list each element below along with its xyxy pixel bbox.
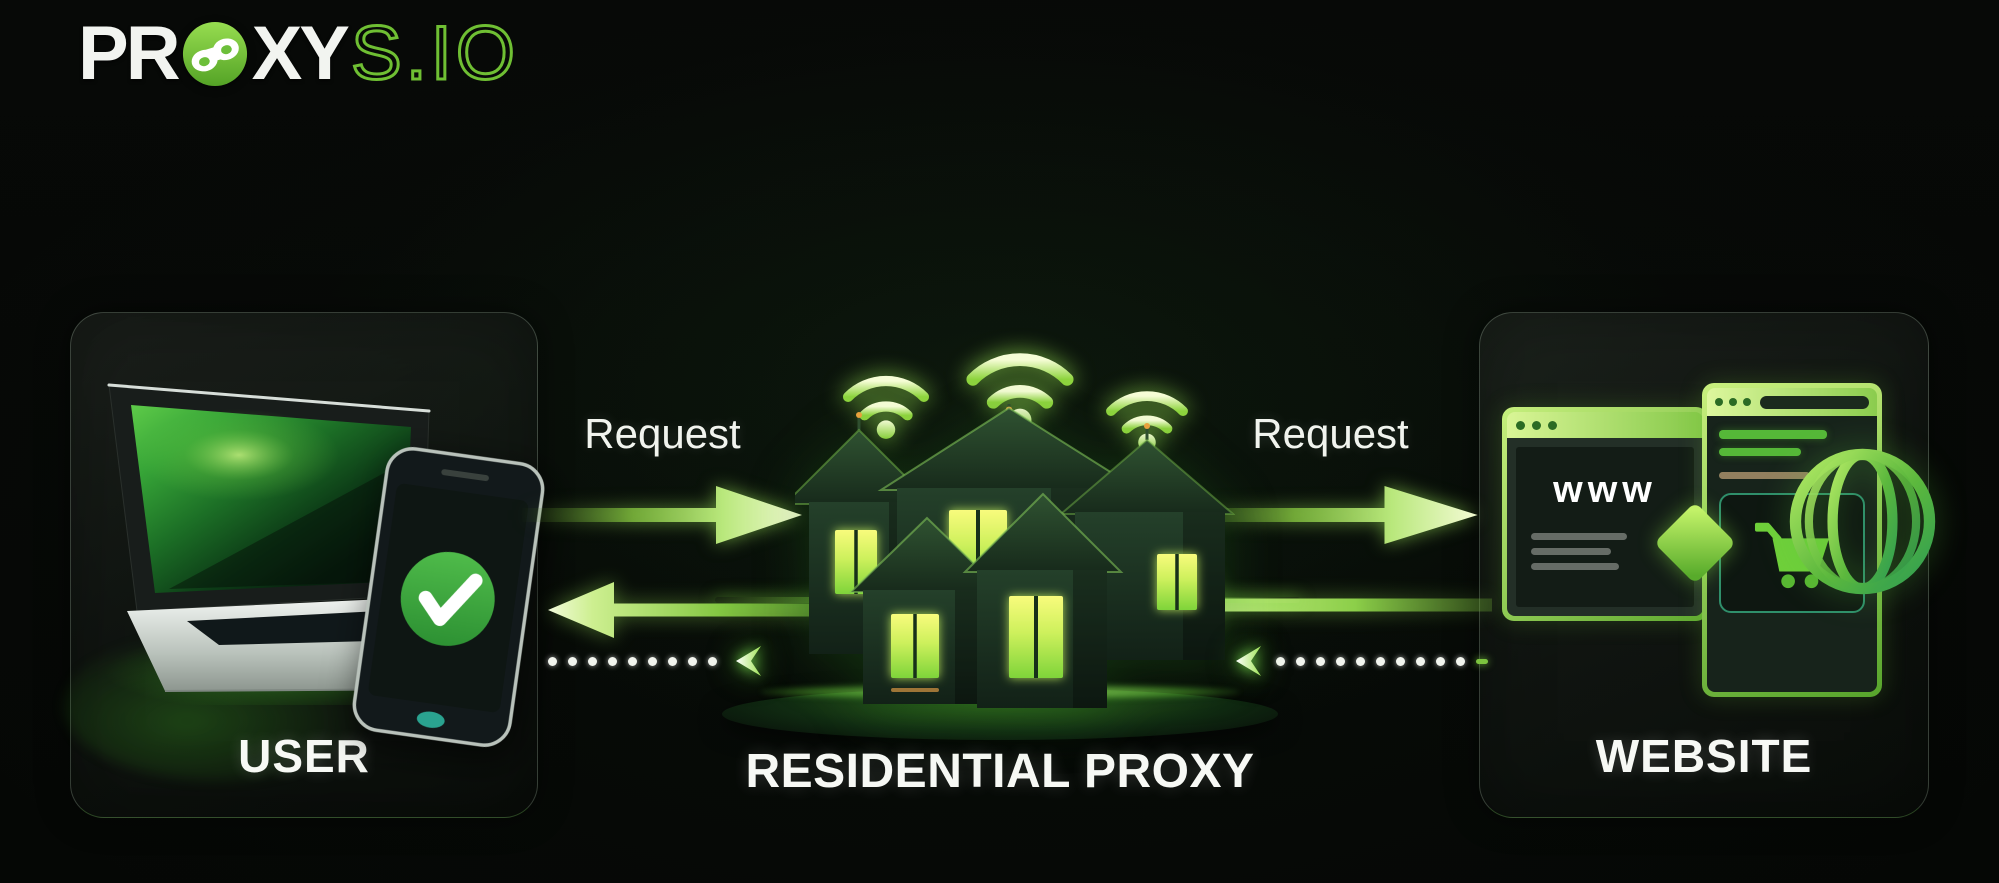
- browser-header: [1707, 388, 1877, 416]
- address-bar: [1760, 395, 1869, 409]
- globe-icon: [1789, 448, 1936, 595]
- left-chevron-icon: [736, 646, 761, 676]
- window-control-dot: [1729, 398, 1737, 406]
- www-text: www: [1553, 469, 1657, 511]
- browser-window-www: www: [1502, 407, 1708, 621]
- request-left-label: Request: [584, 410, 741, 457]
- smartphone-icon: [346, 441, 550, 753]
- wifi-icon: [842, 375, 930, 439]
- proxy-label: RESIDENTIAL PROXY: [745, 745, 1255, 798]
- text-placeholder-line: [1719, 472, 1810, 479]
- window-control-dot: [1743, 398, 1751, 406]
- houses-illustration: [795, 404, 1235, 708]
- website-label: WEBSITE: [1595, 730, 1813, 782]
- website-node-card: www: [1479, 312, 1936, 818]
- request-arrow-right-icon: [1172, 486, 1478, 544]
- house-icon: [962, 492, 1124, 708]
- logo: PR XY S.IO: [78, 12, 567, 96]
- logo-text-mid: XY: [251, 11, 350, 96]
- check-badge-icon: [400, 551, 495, 646]
- window-control-dot: [1548, 420, 1557, 430]
- logo-text-prefix: PR: [78, 11, 181, 96]
- svg-text:S.IO: S.IO: [351, 13, 519, 95]
- left-chevron-icon: [1236, 646, 1261, 676]
- text-placeholder-lines: [1531, 533, 1694, 570]
- dotted-line-left: [548, 646, 762, 676]
- dotted-line-right: [1234, 646, 1488, 676]
- request-right-label: Request: [1252, 410, 1409, 457]
- text-placeholder-line: [1719, 448, 1801, 456]
- user-label: USER: [238, 730, 370, 782]
- request-arrow-left-icon: [520, 486, 802, 544]
- logo-text-suffix: S.IO: [349, 13, 519, 95]
- window-control-dot: [1516, 420, 1525, 430]
- response-arrow-left-icon: [548, 582, 995, 638]
- response-arrow-right-icon: [1151, 577, 1492, 633]
- window-control-dot: [1715, 398, 1723, 406]
- window-control-dot: [1532, 420, 1541, 430]
- domino-mask-icon: [182, 21, 247, 87]
- browser-header: [1507, 412, 1703, 438]
- user-node-card: USER: [63, 312, 545, 818]
- text-placeholder-line: [1719, 430, 1828, 439]
